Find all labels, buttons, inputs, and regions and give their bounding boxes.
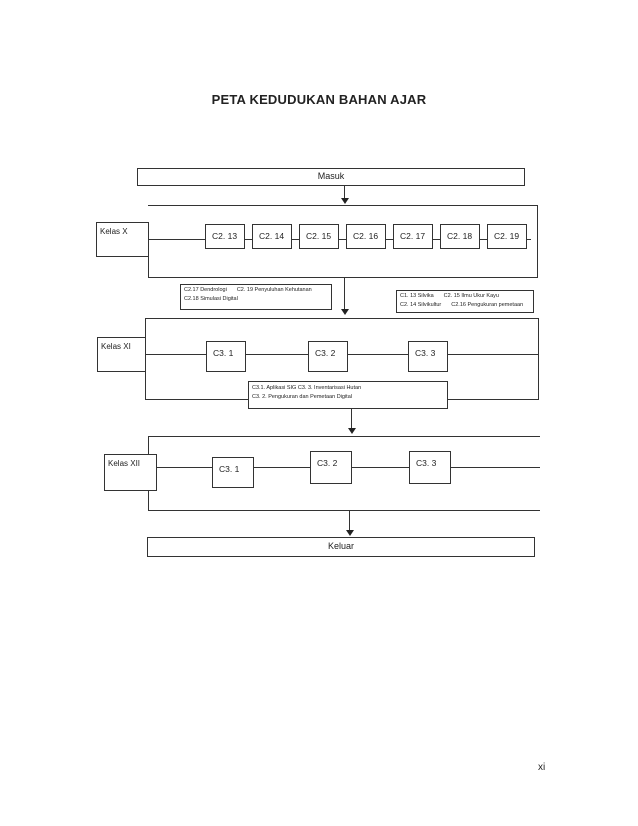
- item-label: C3. 2: [317, 458, 338, 468]
- kelas-xi-top-line: [145, 318, 539, 319]
- kelas-xi-right-line: [538, 318, 539, 400]
- kelas-x-item: C2. 15: [299, 224, 339, 249]
- kelas-x-bottom-line: [148, 277, 538, 278]
- item-label: C2. 15: [306, 231, 332, 241]
- note-text: C2.17 Dendrologi: [184, 287, 227, 293]
- kelas-x-item: C2. 14: [252, 224, 292, 249]
- item-label: C2. 14: [259, 231, 285, 241]
- note-text: C2. 15 Ilmu Ukur Kayu: [443, 293, 499, 299]
- note-text: C2. 19 Penyuluhan Kehutanan: [236, 287, 312, 293]
- kelas-x-label: Kelas X: [100, 227, 128, 236]
- keluar-box: Keluar: [147, 537, 535, 557]
- kelas-xii-bottom-line: [148, 510, 540, 511]
- kelas-xi-box: Kelas XI: [97, 337, 146, 372]
- kelas-x-top-line: [148, 205, 538, 206]
- item-label: C2. 19: [494, 231, 520, 241]
- connector-line: [349, 510, 350, 531]
- kelas-x-item: C2. 13: [205, 224, 245, 249]
- kelas-x-box: Kelas X: [96, 222, 149, 257]
- kelas-xi-item: C3. 3: [408, 341, 448, 372]
- connector-line: [344, 186, 345, 200]
- item-label: C2. 13: [212, 231, 238, 241]
- masuk-box: Masuk: [137, 168, 525, 186]
- kelas-xii-box: Kelas XII: [104, 454, 157, 491]
- item-label: C2. 18: [447, 231, 473, 241]
- kelas-xii-top-line: [148, 436, 540, 437]
- item-label: C3. 1: [219, 464, 240, 474]
- note-text: C2.18 Simulasi Digital: [184, 296, 238, 302]
- kelas-x-item: C2. 19: [487, 224, 527, 249]
- kelas-x-item: C2. 18: [440, 224, 480, 249]
- keluar-label: Keluar: [327, 541, 354, 551]
- arrow-down-icon: [348, 428, 356, 434]
- kelas-x-item: C2. 17: [393, 224, 433, 249]
- masuk-label: Masuk: [317, 171, 345, 181]
- kelas-xi-left-line: [145, 371, 146, 399]
- kelas-x-item: C2. 16: [346, 224, 386, 249]
- kelas-xii-left-line: [148, 436, 149, 454]
- arrow-down-icon: [341, 309, 349, 315]
- item-label: C2. 17: [400, 231, 426, 241]
- kelas-x-left-line: [148, 256, 149, 277]
- page-number: xi: [538, 762, 546, 773]
- note-text: C1. 13 Silvika: [400, 293, 434, 299]
- kelas-xii-item: C3. 1: [212, 457, 254, 488]
- kelas-x-note-right: C1. 13 Silvika C2. 15 Ilmu Ukur Kayu C2. …: [396, 290, 534, 313]
- item-label: C3. 3: [416, 458, 437, 468]
- note-text: C3.1. Aplikasi SIG C3. 3. Inventarisasi …: [252, 385, 362, 391]
- kelas-xi-note: C3.1. Aplikasi SIG C3. 3. Inventarisasi …: [248, 381, 448, 409]
- item-label: C3. 1: [213, 348, 234, 358]
- note-text: C3. 2. Pengukuran dan Pemetaan Digital: [252, 394, 352, 400]
- kelas-x-note-left: C2.17 Dendrologi C2. 19 Penyuluhan Kehuta…: [180, 284, 332, 310]
- kelas-xi-label: Kelas XI: [101, 342, 131, 351]
- kelas-x-chain-line: [148, 239, 531, 240]
- note-text: C2. 14 Silvikultur: [400, 302, 442, 308]
- kelas-xi-left-line: [145, 318, 146, 338]
- kelas-xii-label: Kelas XII: [108, 459, 141, 468]
- kelas-xii-left-line: [148, 490, 149, 510]
- kelas-xii-item: C3. 3: [409, 451, 451, 484]
- note-text: C2.16 Pengukuran pemetaan: [451, 302, 524, 308]
- kelas-xi-item: C3. 1: [206, 341, 246, 372]
- item-label: C2. 16: [353, 231, 379, 241]
- item-label: C3. 2: [315, 348, 336, 358]
- connector-line: [344, 277, 345, 310]
- arrow-down-icon: [346, 530, 354, 536]
- item-label: C3. 3: [415, 348, 436, 358]
- connector-line: [351, 409, 352, 429]
- arrow-down-icon: [341, 198, 349, 204]
- page-title: PETA KEDUDUKAN BAHAN AJAR: [211, 92, 427, 107]
- kelas-xi-item: C3. 2: [308, 341, 348, 372]
- kelas-x-right-line: [537, 205, 538, 277]
- kelas-xii-item: C3. 2: [310, 451, 352, 484]
